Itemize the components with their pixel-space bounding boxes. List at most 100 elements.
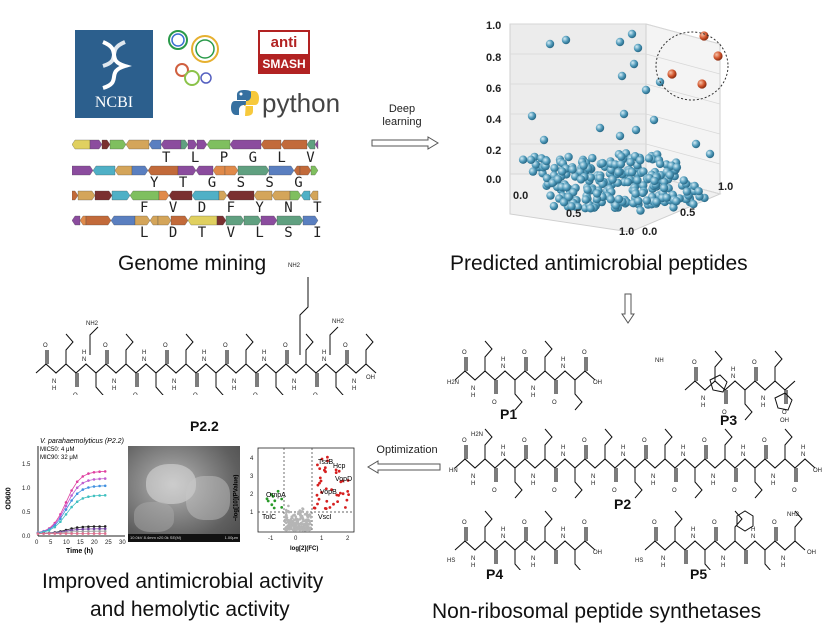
- scatter-point: [636, 156, 645, 165]
- x-tick: 1.0: [619, 226, 635, 238]
- gene-arrow: [125, 139, 150, 150]
- improved-title-line1: Improved antimicrobial activity: [42, 570, 324, 593]
- gene-arrow: [79, 215, 87, 226]
- growth-point: [75, 500, 79, 503]
- gene-arrow: [187, 139, 198, 150]
- volcano-point-up: [332, 502, 335, 506]
- growth-point: [103, 527, 107, 531]
- svg-text:N: N: [262, 357, 266, 363]
- svg-text:O: O: [762, 438, 767, 444]
- genome-mining-title: Genome mining: [118, 252, 267, 275]
- scatter-point: [662, 193, 671, 202]
- svg-text:N: N: [531, 556, 535, 562]
- svg-text:O: O: [462, 520, 467, 526]
- highlight-circle: [655, 31, 729, 101]
- scatter-point: [627, 167, 637, 177]
- svg-text:H: H: [501, 527, 505, 533]
- scatter-point-highlight: [667, 69, 677, 79]
- p2-label: P2: [614, 496, 632, 512]
- volcano-label-ompa: OmpA: [266, 492, 286, 499]
- gene-arrow: [168, 190, 193, 201]
- volcano-point: [304, 524, 307, 527]
- growth-point: [92, 532, 96, 535]
- gene-arrow: [253, 190, 273, 201]
- growth-point: [36, 532, 40, 535]
- scatter-point: [665, 170, 675, 180]
- volcano-point-up: [320, 491, 323, 494]
- sem-scale: 1.00μm: [224, 535, 238, 540]
- x-tick: 0.5: [566, 208, 582, 220]
- growth-point: [92, 527, 96, 531]
- volcano-xlabel: log[2](FC): [290, 546, 319, 552]
- svg-text:H: H: [701, 403, 705, 409]
- svg-text:O: O: [253, 393, 258, 395]
- growth-point: [75, 530, 79, 533]
- scatter-point: [567, 202, 576, 211]
- scatter-point: [629, 59, 639, 69]
- growth-point: [75, 528, 79, 531]
- scatter-point: [644, 154, 654, 163]
- svg-text:O: O: [313, 393, 318, 395]
- gene-arrow: [114, 165, 133, 176]
- svg-text:H: H: [771, 481, 775, 487]
- svg-text:N: N: [471, 386, 475, 392]
- scatter-point: [631, 125, 641, 135]
- scatter-point: [615, 37, 625, 47]
- svg-text:O: O: [792, 488, 797, 494]
- volcano-point: [296, 520, 300, 523]
- svg-text:N: N: [751, 534, 755, 540]
- volcano-point: [301, 514, 304, 518]
- growth-point: [87, 527, 90, 531]
- volcano-point-up: [324, 487, 328, 491]
- gene-arrow: [134, 215, 151, 226]
- svg-text:N: N: [142, 357, 146, 363]
- volcano-point-up: [330, 488, 333, 491]
- volcano-point-up: [341, 492, 345, 496]
- volcano-point: [289, 526, 293, 529]
- svg-text:N: N: [781, 556, 785, 562]
- scatter-point: [595, 123, 605, 133]
- growth-point: [103, 532, 107, 535]
- svg-text:N: N: [761, 396, 765, 402]
- ncbi-logo: NCBI: [75, 30, 153, 118]
- growth-xlabel: Time (h): [66, 548, 94, 555]
- svg-text:H: H: [781, 563, 785, 569]
- growth-point: [53, 532, 57, 535]
- gene-arrow: [92, 165, 116, 176]
- volcano-point-up: [320, 457, 324, 461]
- svg-text:H: H: [711, 481, 715, 487]
- svg-text:N: N: [621, 452, 625, 458]
- gene-arrow: [218, 190, 228, 201]
- scatter-point: [642, 196, 651, 205]
- volcano-point: [284, 518, 288, 522]
- volcano-point: [284, 508, 288, 512]
- svg-text:H: H: [82, 350, 86, 356]
- volcano-point-up: [324, 507, 328, 510]
- volcano-point: [297, 522, 300, 526]
- deep-learning-label: Deep learning: [382, 103, 422, 128]
- svg-text:H: H: [471, 481, 475, 487]
- antismash-logo: anti SMASH: [258, 30, 310, 78]
- z-tick: 0.0: [486, 174, 502, 186]
- svg-text:25: 25: [105, 540, 112, 546]
- svg-text:1: 1: [250, 510, 254, 516]
- growth-point: [87, 532, 90, 535]
- volcano-point: [304, 528, 307, 532]
- scatter-point: [586, 173, 595, 182]
- volcano-point: [299, 517, 302, 521]
- gene-arrow: [94, 190, 113, 201]
- scatter-point: [598, 158, 607, 168]
- growth-point: [64, 513, 68, 516]
- gene-arrow: [260, 139, 282, 150]
- svg-text:N: N: [232, 379, 236, 385]
- sequence-2: Y T G S S G: [150, 175, 309, 191]
- svg-text:N: N: [701, 396, 705, 402]
- volcano-point-up: [326, 459, 329, 463]
- growth-point: [81, 481, 85, 485]
- svg-text:OH: OH: [807, 550, 816, 556]
- growth-point: [64, 508, 68, 511]
- svg-text:H: H: [801, 445, 805, 451]
- growth-point: [98, 527, 101, 531]
- volcano-point: [287, 504, 290, 508]
